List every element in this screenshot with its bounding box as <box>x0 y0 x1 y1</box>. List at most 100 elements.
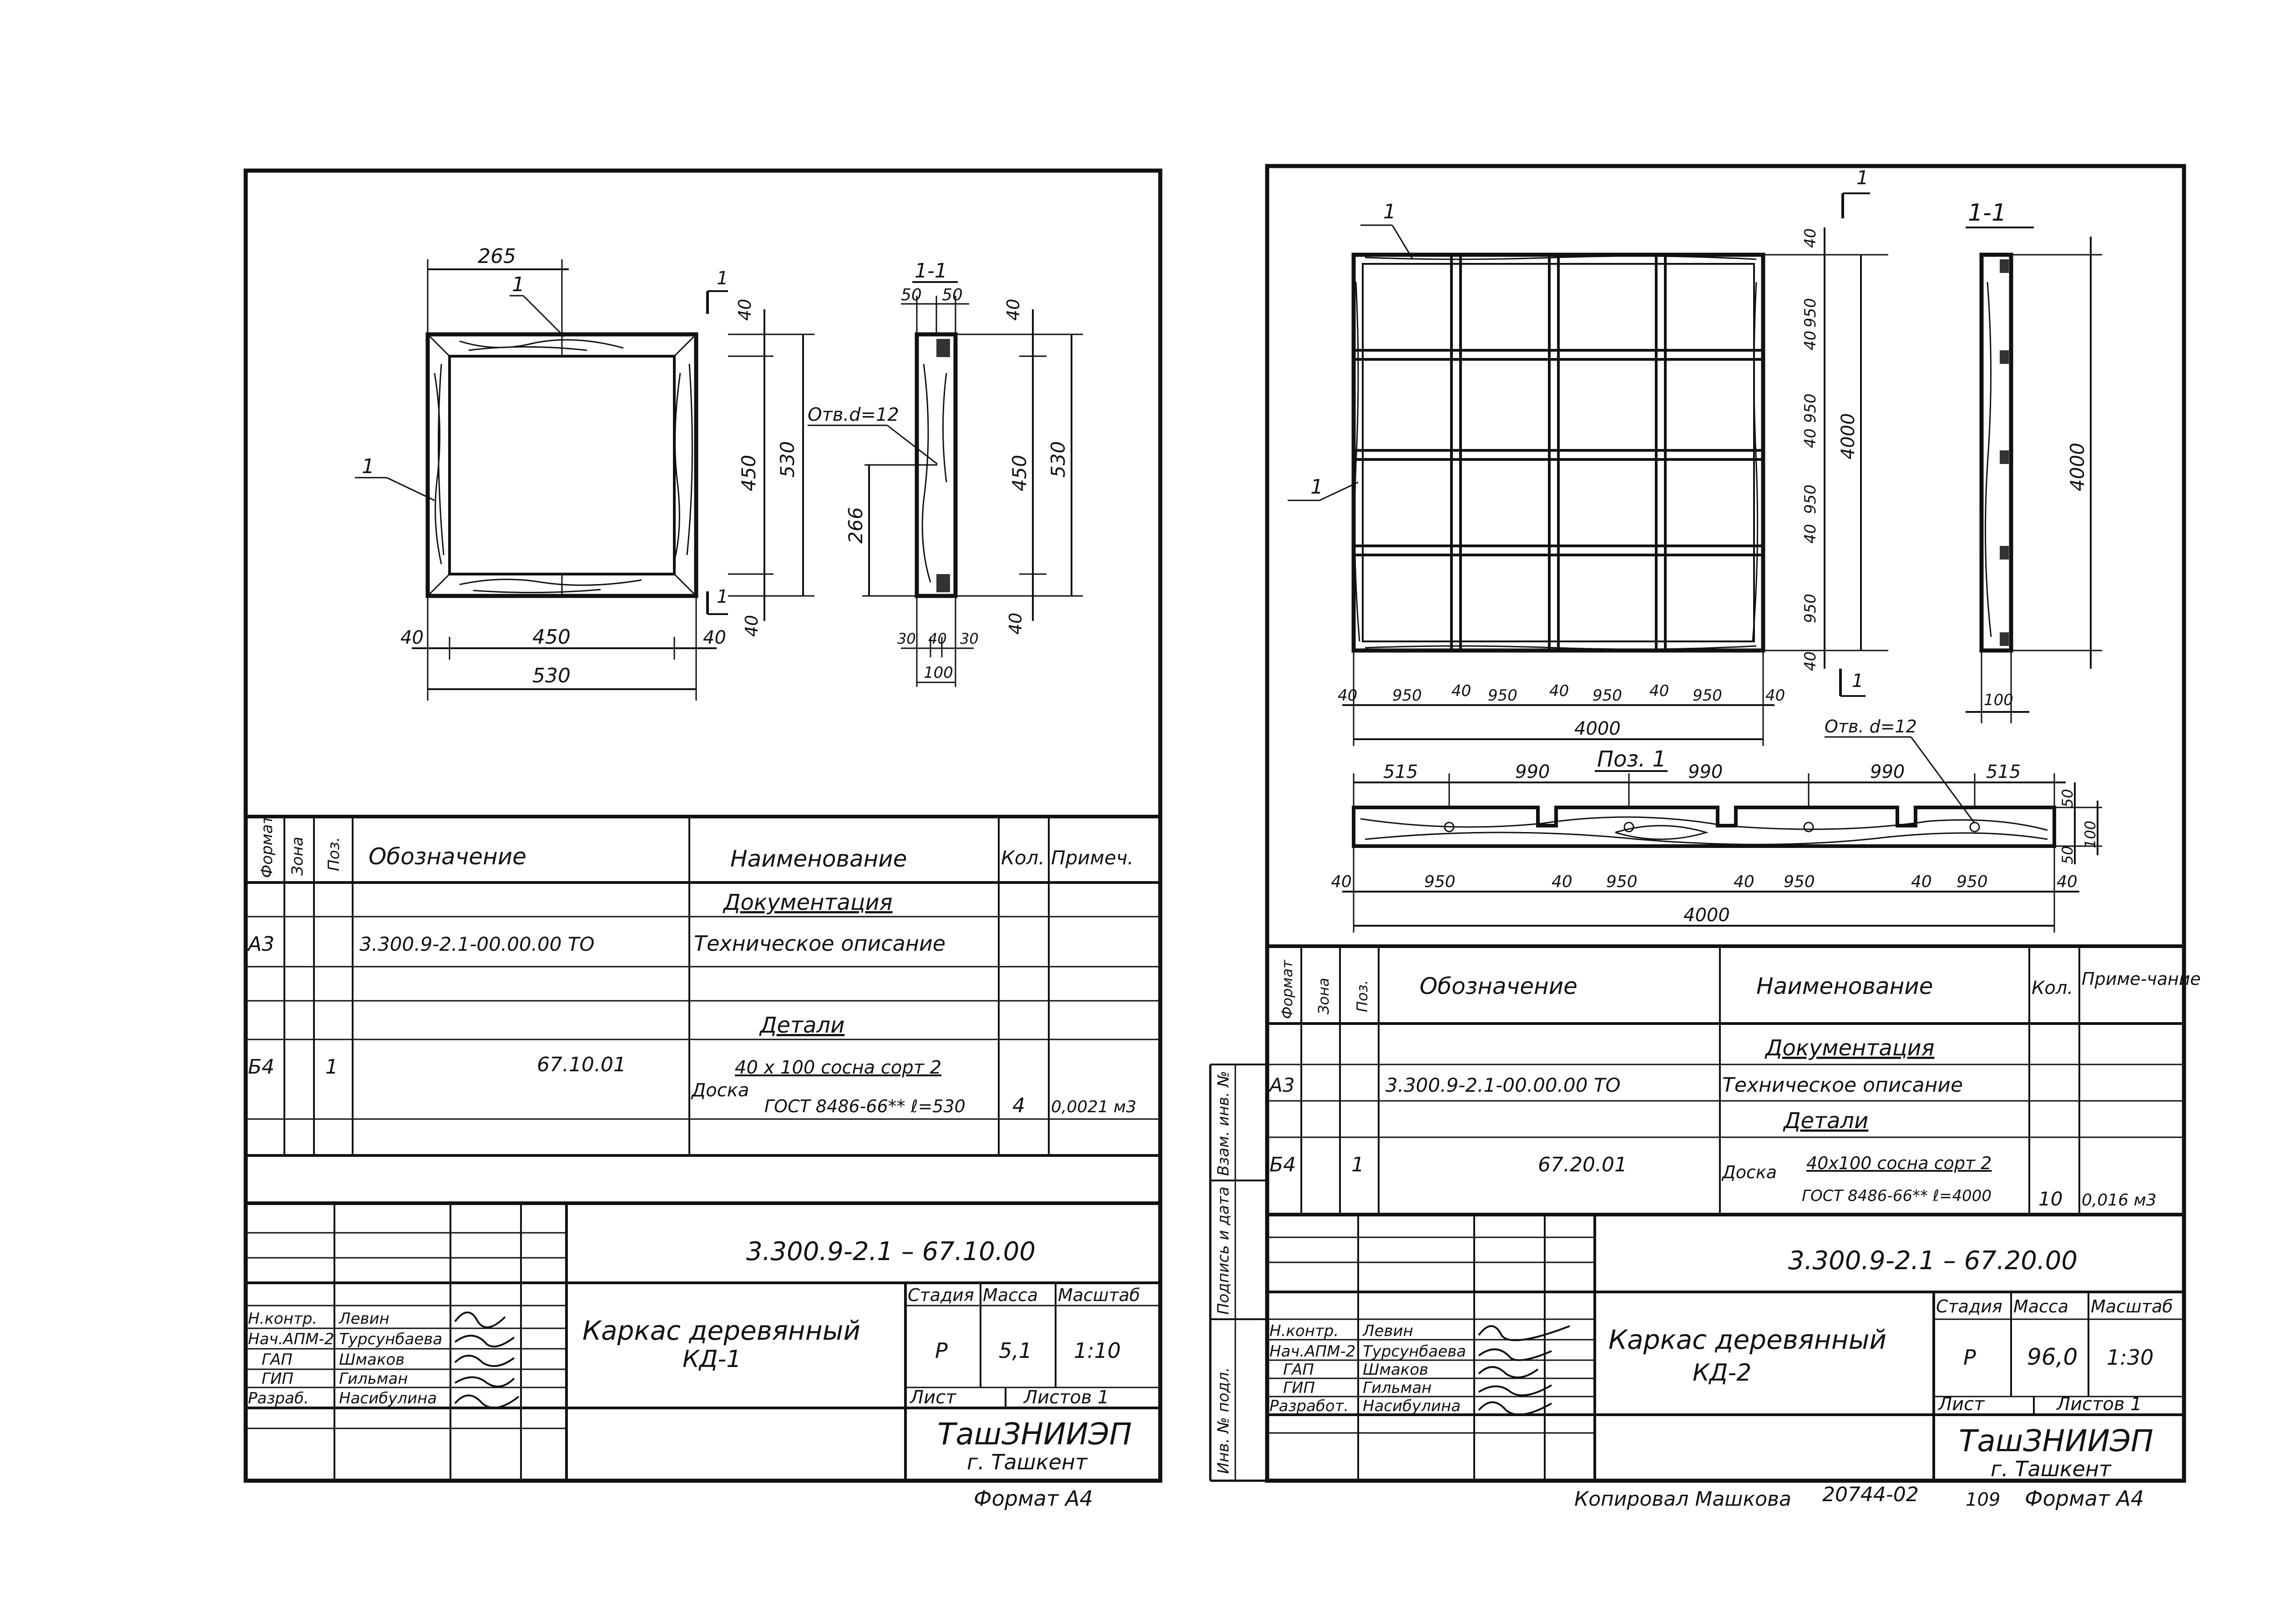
kd2-title-scale-label: Масштаб <box>2091 1296 2173 1316</box>
title-mass: 5,1 <box>999 1338 1032 1363</box>
kd2-row-part-format: Б4 <box>1269 1153 1296 1176</box>
kd2-row-part-qty: 10 <box>2038 1188 2063 1210</box>
kd2-left-dim-1: 950 <box>1801 298 1820 328</box>
part-top-dim-2: 990 <box>1688 762 1723 782</box>
hdr-name: Наименование <box>730 846 907 872</box>
sheet-1-format: Формат А4 <box>974 1486 1093 1511</box>
title-code: 3.300.9-2.1 – 67.10.00 <box>746 1237 1036 1266</box>
kd2-bot-dim-2: 40 <box>1451 682 1471 700</box>
kd2-row-doc-name: Техническое описание <box>1722 1074 1963 1097</box>
section-title: 1-1 <box>915 259 947 282</box>
kd2-bot-dim-6: 40 <box>1649 682 1669 700</box>
kd2-role-0-name: Левин <box>1362 1322 1413 1340</box>
roles-list: Н.контр. Левин Нач.АПМ-2 Турсунбаева ГАП… <box>248 1310 442 1407</box>
section-parts: Детали <box>759 1013 844 1038</box>
kd2-bot-dim-4: 40 <box>1549 682 1569 700</box>
part-bot-dim-1: 950 <box>1424 873 1456 891</box>
kd2-cut-bottom: 1 <box>1852 671 1863 691</box>
kd2-left-dim-8: 40 <box>1801 651 1820 671</box>
kd2-left-dim-6: 40 <box>1801 524 1820 544</box>
part-bot-dim-2: 40 <box>1552 873 1572 891</box>
footer-order: 20744-02 <box>1822 1483 1919 1506</box>
title-scale-label: Масштаб <box>1058 1285 1140 1305</box>
role-0: Н.контр. <box>248 1310 317 1328</box>
kd2-hdr-pos: Поз. <box>1354 980 1371 1012</box>
kd2-bot-dim-8: 40 <box>1765 686 1785 705</box>
kd2-row-part-name-prefix: Доска <box>1721 1162 1777 1182</box>
kd2-title-sheet-label: Лист <box>1937 1394 1985 1415</box>
kd2-role-3: ГИП <box>1283 1379 1315 1397</box>
kd2-title-scale: 1:30 <box>2107 1345 2154 1370</box>
part-top-dim-3: 990 <box>1870 762 1905 782</box>
kd2-row-part-name-line1: 40x100 сосна сорт 2 <box>1806 1153 1992 1173</box>
kd2-pos-top: 1 <box>1383 200 1396 223</box>
part-bot-dim-6: 40 <box>1911 873 1932 891</box>
part-right-top: 50 <box>2059 789 2076 807</box>
kd2-left-total: 4000 <box>1838 413 1859 459</box>
kd2-title-stage: Р <box>1963 1345 1976 1370</box>
title-name-line1: Каркас деревянный <box>582 1315 860 1346</box>
kd2-bot-dim-0: 40 <box>1338 686 1357 705</box>
sheet-1-frame <box>243 168 1163 1483</box>
title-city: г. Ташкент <box>967 1450 1088 1474</box>
kd2-section-parts: Детали <box>1783 1108 1868 1134</box>
part-title: Поз. 1 <box>1597 746 1666 772</box>
role-4: Разраб. <box>248 1389 309 1407</box>
kd2-title-stage-label: Стадия <box>1936 1296 2002 1316</box>
kd2-section-docs: Документация <box>1764 1035 1935 1061</box>
part-bot-dim-4: 40 <box>1734 873 1754 891</box>
hdr-qty: Кол. <box>1001 847 1045 869</box>
kd2-bot-dim-7: 950 <box>1693 686 1722 705</box>
part-bot-dim-0: 40 <box>1331 873 1352 891</box>
row-part-name-line1: 40 x 100 сосна сорт 2 <box>735 1057 941 1078</box>
hdr-zone: Зона <box>288 837 307 876</box>
kd2-left-dim-5: 950 <box>1801 484 1820 514</box>
kd2-hdr-designation: Обозначение <box>1420 973 1577 999</box>
row-part-qty: 4 <box>1012 1094 1025 1117</box>
section-top-left: 50 <box>901 286 922 304</box>
row-part-note: 0,0021 м3 <box>1051 1098 1136 1116</box>
kd2-title-mass: 96,0 <box>2027 1344 2078 1370</box>
dim-top: 265 <box>478 245 516 268</box>
hdr-format: Формат <box>258 815 276 878</box>
role-2: ГАП <box>262 1351 293 1369</box>
dim-right-top: 40 <box>735 299 755 321</box>
title-stage-label: Стадия <box>908 1285 974 1305</box>
part-bot-dim-5: 950 <box>1784 873 1815 891</box>
part-top-dim-4: 515 <box>1986 762 2021 782</box>
part-bot-dim-7: 950 <box>1956 873 1988 891</box>
kd2-role-3-name: Гильман <box>1363 1379 1432 1397</box>
kd2-row-part-pos: 1 <box>1351 1153 1364 1176</box>
kd2-title-name-line1: Каркас деревянный <box>1608 1324 1886 1355</box>
kd2-section-view: 1-1 4000 100 <box>1966 199 2102 723</box>
section-bot-total: 100 <box>924 664 953 682</box>
signatures <box>454 1311 520 1409</box>
row-part-format: Б4 <box>248 1055 274 1079</box>
section-right-top: 40 <box>1003 299 1023 321</box>
section-bot-c: 30 <box>960 630 979 647</box>
role-3-name: Гильман <box>339 1370 408 1388</box>
dim-left-edge: 40 <box>400 627 424 648</box>
hdr-note: Примеч. <box>1051 847 1133 869</box>
row-doc-name: Техническое описание <box>694 931 945 956</box>
kd2-roles-list: Н.контр. Левин Нач.АПМ-2 Турсунбаева ГАП… <box>1269 1322 1466 1415</box>
dim-right-bottom: 40 <box>742 615 762 637</box>
row-part-pos: 1 <box>325 1055 338 1079</box>
kd2-bottom-total: 4000 <box>1574 718 1621 739</box>
kd2-spec-table: Формат Зона Поз. Обозначение Наименовани… <box>1267 944 2201 1216</box>
kd2-hdr-format: Формат <box>1279 959 1296 1019</box>
part-right-bottom: 50 <box>2059 846 2076 864</box>
kd2-left-dim-4: 40 <box>1801 429 1820 448</box>
part-bot-dim-3: 950 <box>1606 873 1638 891</box>
side-label-sign: Подпись и дата <box>1214 1186 1233 1315</box>
part-top-dim-1: 990 <box>1515 762 1550 782</box>
section-top-right: 50 <box>942 286 963 304</box>
kd2-row-part-name-line2: ГОСТ 8486-66** ℓ=4000 <box>1802 1187 1992 1205</box>
kd2-section-height: 4000 <box>2066 443 2088 491</box>
title-sheets-label: Листов 1 <box>1023 1387 1109 1408</box>
row-part-designation: 67.10.01 <box>537 1053 626 1076</box>
kd2-role-4: Разработ. <box>1269 1397 1349 1415</box>
footer-copied: Копировал Машкова <box>1574 1488 1791 1511</box>
part-right-total: 100 <box>2082 821 2099 848</box>
kd2-role-2-name: Шмаков <box>1363 1361 1428 1379</box>
